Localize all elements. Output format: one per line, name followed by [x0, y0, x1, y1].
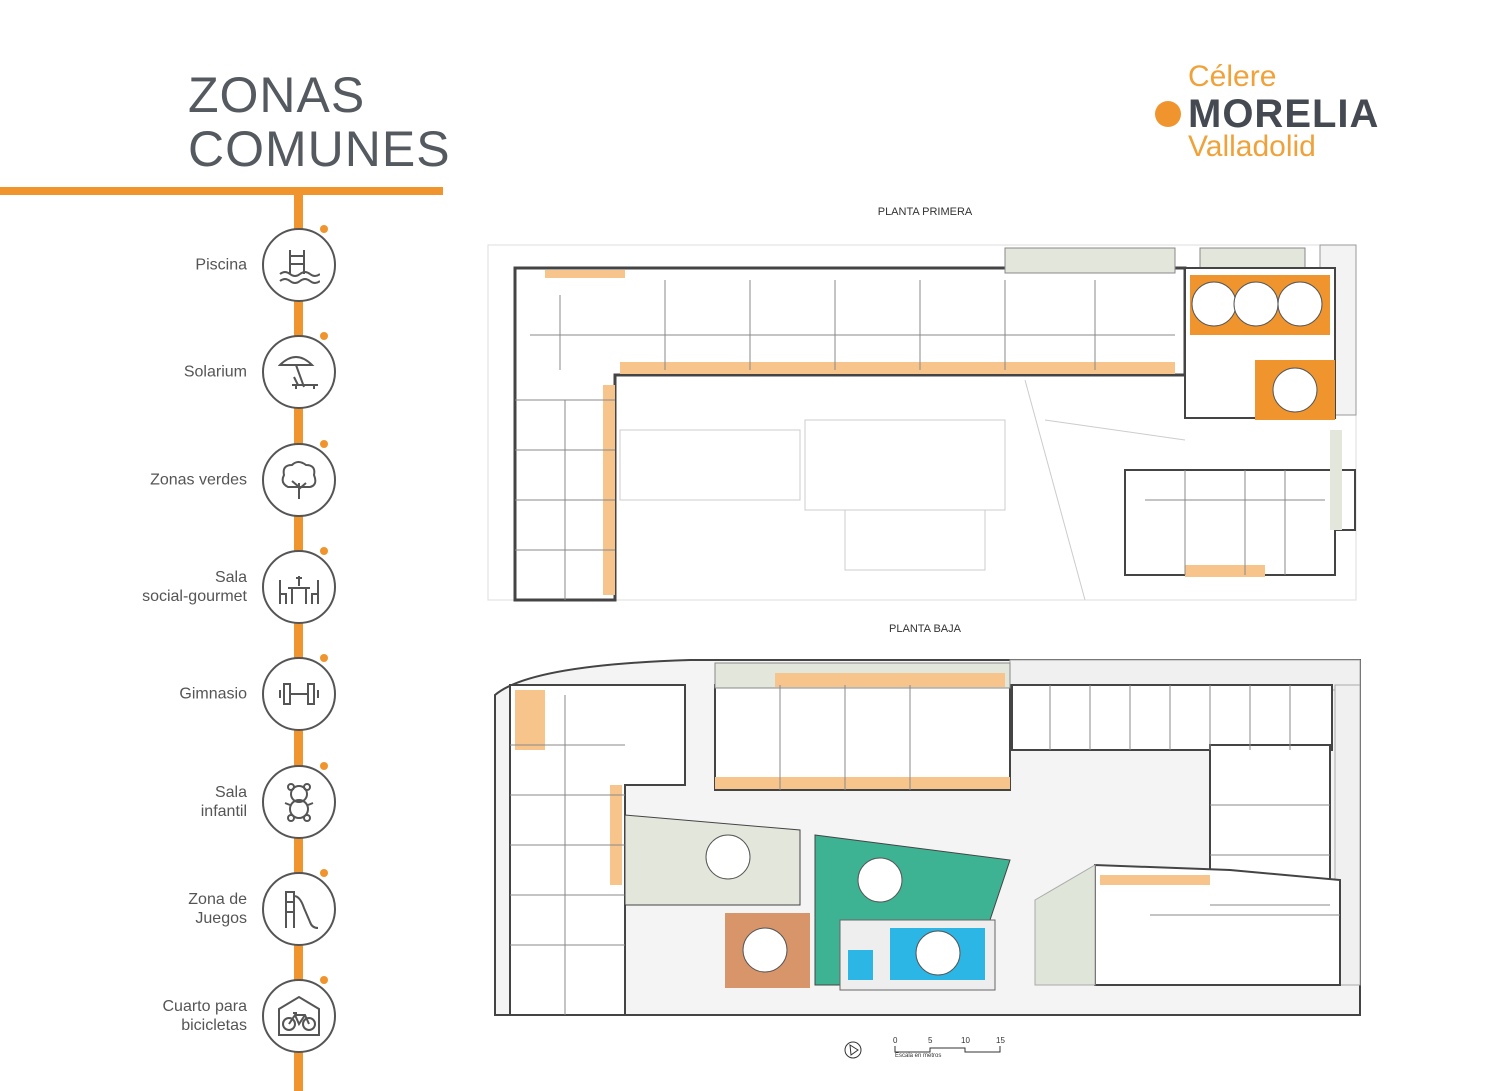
- amenity-item: Gimnasio: [0, 654, 340, 734]
- amenity-icon-circle: [262, 657, 336, 732]
- title-line-1: ZONAS: [188, 67, 366, 123]
- amenity-icon-circle: [262, 549, 336, 624]
- pool-icon: [279, 250, 320, 284]
- accent-dot: [320, 225, 328, 233]
- page-title: ZONAS COMUNES: [188, 68, 451, 176]
- accent-dot: [320, 868, 328, 877]
- amenity-label: Gimnasio: [179, 685, 247, 703]
- amenity-icon-circle: [262, 764, 336, 839]
- accent-dot: [320, 654, 328, 663]
- amenity-label: Solarium: [183, 363, 247, 381]
- logo-city: Valladolid: [1188, 130, 1316, 163]
- timeline-line: [294, 190, 303, 1091]
- amenity-item: Solarium: [0, 332, 340, 412]
- teddy-bear-icon: [284, 782, 314, 822]
- site-outline: [487, 244, 1357, 601]
- tree-icon: [281, 460, 317, 499]
- logo-dot: [1155, 101, 1181, 127]
- plan-label-ground: PLANTA BAJA: [889, 623, 961, 635]
- accent-dot: [320, 761, 328, 770]
- accent-dot: [320, 976, 328, 985]
- amenity-label: Zonas verdes: [150, 471, 247, 489]
- accent-dot: [320, 332, 328, 341]
- amenity-label: Piscina: [195, 256, 247, 274]
- scale-tick: 5: [928, 1036, 933, 1045]
- amenity-icon-circle: [262, 442, 336, 517]
- scale-tick: 15: [996, 1036, 1005, 1045]
- building-wing-east: [1124, 267, 1356, 577]
- north-arrow-icon: [844, 1041, 862, 1059]
- amenity-item: Zonas verdes: [0, 439, 340, 520]
- logo-name: MORELIA: [1188, 92, 1380, 136]
- amenity-icon-circle: [262, 228, 336, 302]
- title-line-2: COMUNES: [188, 121, 451, 177]
- accent-dot: [320, 439, 328, 448]
- accent-dot: [320, 546, 328, 555]
- floor-plan-ground: [494, 659, 1361, 1016]
- kids-pool: [848, 950, 873, 980]
- slide-icon: [285, 890, 319, 929]
- scale-tick: 0: [893, 1036, 898, 1045]
- sunbed-umbrella-icon: [278, 356, 318, 390]
- dining-table-icon: [279, 575, 319, 604]
- dumbbell-icon: [279, 683, 319, 706]
- amenity-icon-circle: [262, 335, 336, 410]
- amenity-icon-circle: [262, 979, 336, 1054]
- plan-label-upper: PLANTA PRIMERA: [877, 206, 973, 218]
- bicycle-icon: [278, 995, 320, 1037]
- logo-brand: Célere: [1188, 60, 1277, 93]
- amenity-icon-circle: [262, 871, 336, 946]
- courtyard-paths: [619, 379, 1186, 601]
- green-zone-east: [1034, 864, 1096, 986]
- scale-label: Escala en metros: [895, 1053, 942, 1059]
- title-underline: [0, 187, 443, 195]
- scale-tick: 10: [961, 1036, 970, 1045]
- amenity-item: Piscina: [0, 225, 340, 305]
- floor-plan-upper: [487, 244, 1357, 602]
